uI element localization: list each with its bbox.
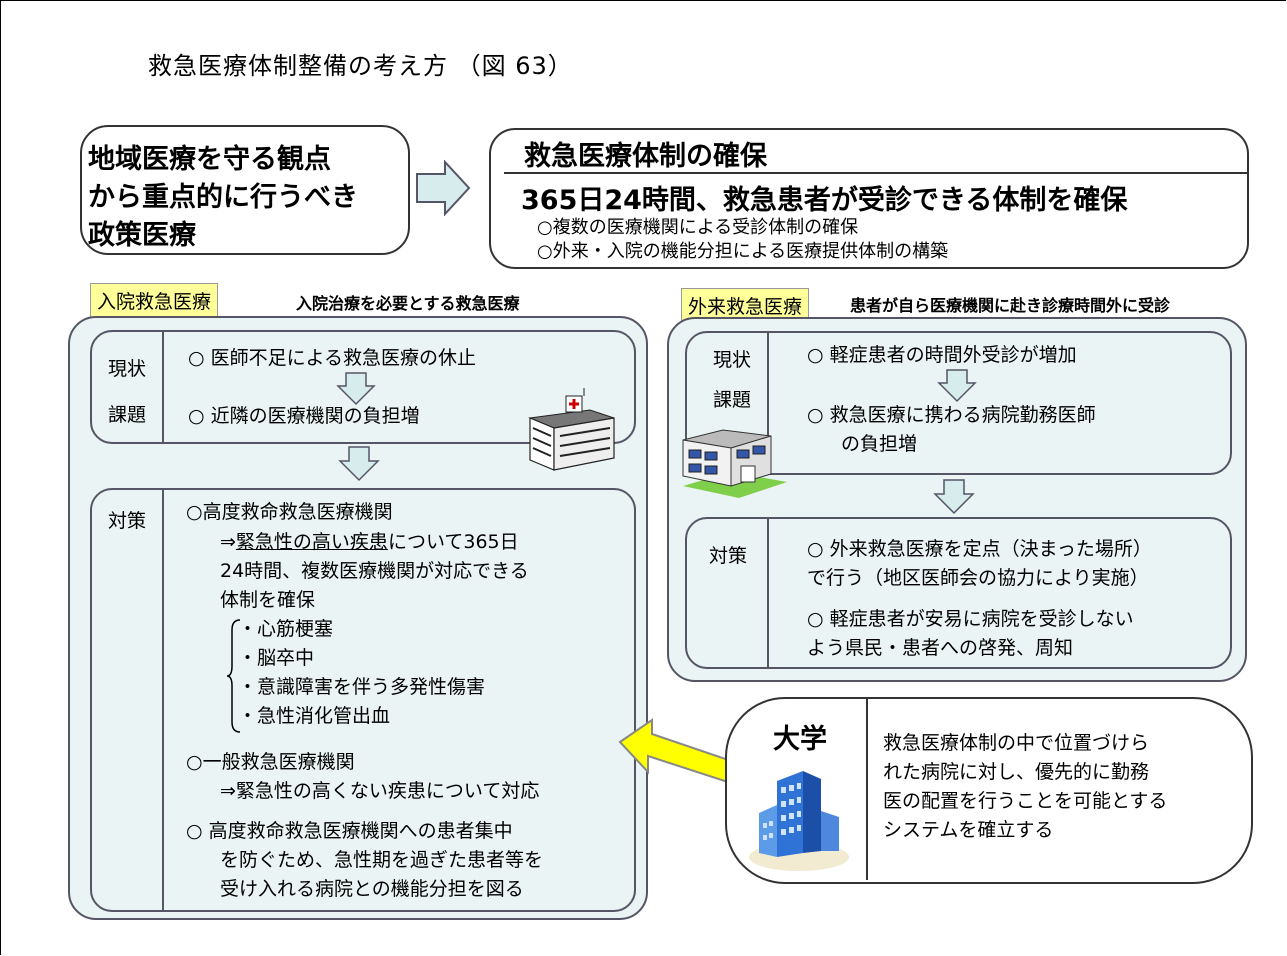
down-arrow-icon [933,479,975,515]
urgent-disease-text: 緊急性の高い疾患 [235,531,388,553]
measure-text: よう県民・患者への啓発、周知 [807,637,1074,659]
status-label: 現状 [108,358,147,380]
measure-text: ○ 高度救命救急医療機関への患者集中 [186,820,513,842]
disease-item: ・心筋梗塞 [238,618,334,640]
issue-text: ○ 救急医療に携わる病院勤務医師 [807,404,1096,426]
status-text: ○ 医師不足による救急医療の休止 [188,347,477,369]
outpatient-measure-box: 対策 ○ 外来救急医療を定点（決まった場所） で行う（地区医師会の協力により実施… [685,517,1232,669]
university-building-icon [749,771,849,871]
disease-item: ・脳卒中 [238,647,315,669]
policy-line: 地域医療を守る観点 [88,144,331,175]
measure-text: で行う（地区医師会の協力により実施） [807,567,1149,589]
policy-line: 政策医療 [88,220,196,251]
university-line: 救急医療体制の中で位置づけら [883,732,1150,754]
right-arrow-icon [416,160,471,216]
clinic-icon [682,429,787,498]
university-line: システムを確立する [883,819,1054,841]
secure-divider [504,172,1247,174]
issue-text: の負担増 [841,433,918,455]
secure-sub: ○複数の医療機関による受診体制の確保 [537,217,859,238]
measure-text: ○一般救急医療機関 [186,751,355,773]
measure-text: 受け入れる病院との機能分担を図る [220,878,524,900]
inpatient-measure-box: 対策 ○高度救命救急医療機関 ⇒緊急性の高い疾患について365日 24時間、複数… [90,488,636,912]
measure-label: 対策 [108,510,147,532]
university-line: 医の配置を行うことを可能とする [883,790,1168,812]
divider [866,699,868,880]
university-text: 救急医療体制の中で位置づけら れた病院に対し、優先的に勤務 医の配置を行うことを… [883,729,1167,845]
secure-main: 365日24時間、救急患者が受診できる体制を確保 [521,185,1128,216]
status-text: ○ 軽症患者の時間外受診が増加 [807,344,1077,366]
measure-text: ⇒緊急性の高くない疾患について対応 [220,780,540,802]
measure-text: 体制を確保 [220,589,316,611]
measure-text: 24時間、複数医療機関が対応できる [220,560,529,582]
outpatient-desc: 患者が自ら医療機関に赴き診療時間外に受診 [850,296,1171,315]
measure-text: ○ 外来救急医療を定点（決まった場所） [807,538,1152,560]
secure-sub: ○外来・入院の機能分担による医療提供体制の構築 [537,241,949,262]
policy-line: から重点的に行うべき [88,182,358,213]
outpatient-status-box: 現状 課題 ○ 軽症患者の時間外受診が増加 ○ 救急医療に携わる病院勤務医師 の… [685,331,1232,475]
disease-item: ・急性消化管出血 [238,705,391,727]
down-arrow-icon [336,372,376,406]
issue-text: ○ 近隣の医療機関の負担増 [188,405,420,427]
secure-box: 救急医療体制の確保 365日24時間、救急患者が受診できる体制を確保 ○複数の医… [489,128,1249,269]
divider [162,490,164,910]
hospital-icon [528,388,615,471]
policy-box: 地域医療を守る観点 から重点的に行うべき 政策医療 [80,125,410,255]
divider [767,519,769,667]
inpatient-desc: 入院治療を必要とする救急医療 [296,294,520,313]
measure-text: ⇒緊急性の高い疾患について365日 [220,531,519,553]
status-label: 現状 [713,349,752,371]
measure-label: 対策 [709,545,748,567]
measure-text: を防ぐため、急性期を過ぎた患者等を [220,849,544,871]
university-title: 大学 [773,724,827,755]
down-arrow-icon [937,369,977,403]
page-title: 救急医療体制整備の考え方 （図 63） [148,52,573,80]
inpatient-label: 入院救急医療 [90,283,219,318]
secure-title: 救急医療体制の確保 [524,141,767,172]
university-box: 大学 救急医療体制の中で位置づけら れた病院に対し、優先的に勤務 医の配置を行う… [725,697,1253,884]
measure-text: ○ 軽症患者が安易に病院を受診しない [807,608,1134,630]
university-line: れた病院に対し、優先的に勤務 [883,761,1150,783]
disease-item: ・意識障害を伴う多発性傷害 [238,676,486,698]
measure-text: ○高度救命救急医療機関 [186,501,393,523]
issue-label: 課題 [713,389,752,411]
issue-label: 課題 [108,404,147,426]
outpatient-panel: 現状 課題 ○ 軽症患者の時間外受診が増加 ○ 救急医療に携わる病院勤務医師 の… [667,317,1247,682]
down-arrow-icon [338,446,380,482]
brace-icon [226,619,241,733]
divider [162,332,164,442]
divider [767,333,769,473]
